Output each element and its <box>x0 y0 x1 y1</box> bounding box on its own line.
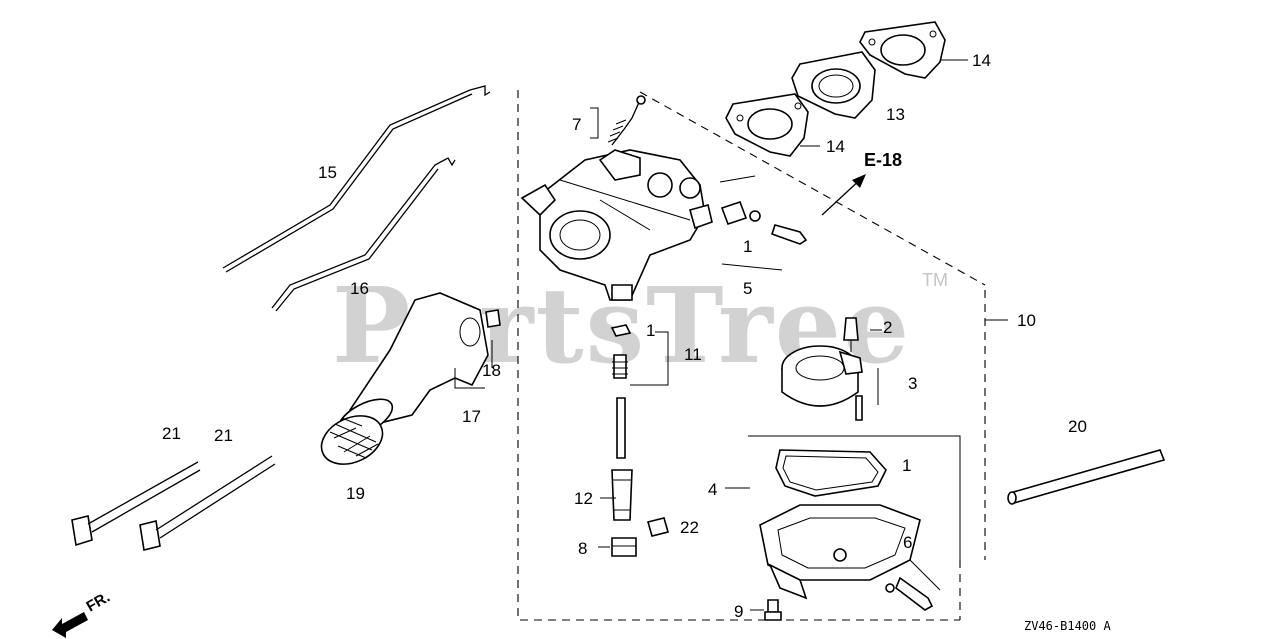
bolt-longer <box>139 455 276 551</box>
callout-13-insulator: 13 <box>886 105 905 124</box>
float-leader <box>870 329 882 405</box>
reference-code: ZV46-B1400 A <box>1024 619 1111 633</box>
float-pin <box>855 395 863 421</box>
choke-rod <box>271 157 456 312</box>
callout-19-filter-screen: 19 <box>346 484 365 503</box>
callout-12-emulsion-tube: 12 <box>574 489 593 508</box>
chamber-screw <box>764 599 782 621</box>
float-valve <box>843 317 859 352</box>
callout-14-upper-gasket: 14 <box>972 51 991 70</box>
pilot-screw-set <box>719 175 808 271</box>
emulsion-tube <box>611 397 633 521</box>
assembly-bracket <box>517 90 986 621</box>
float <box>781 345 863 407</box>
callout-14-lower-gasket: 14 <box>826 137 845 156</box>
cross-reference-label: E-18 <box>864 150 902 170</box>
callout-21-bolt-left: 21 <box>162 424 181 443</box>
callout-22-slow-jet: 22 <box>680 518 699 537</box>
bolt-long <box>71 461 201 547</box>
float-chamber-gasket <box>748 435 961 560</box>
inlet-bushing <box>454 309 501 389</box>
callout-3-float: 3 <box>908 374 917 393</box>
slow-jet <box>647 517 669 537</box>
float-chamber <box>759 504 921 600</box>
leader-lines <box>598 59 1008 611</box>
callout-8-main-jet: 8 <box>578 539 587 558</box>
callout-6-drain-screw: 6 <box>903 533 912 552</box>
callout-16-choke-rod: 16 <box>350 279 369 298</box>
callout-17-intake-elbow: 17 <box>462 407 481 426</box>
throttle-stop-screw <box>590 95 646 146</box>
callout-9-chamber-screw: 9 <box>734 602 743 621</box>
main-jet <box>611 537 637 557</box>
main-jet-set <box>610 324 669 386</box>
callout-1-pilot-oring: 1 <box>743 237 752 256</box>
carburetor-body <box>520 149 713 301</box>
gasket-upper <box>859 21 946 79</box>
callout-7-stop-screw: 7 <box>572 115 581 134</box>
front-indicator-label: FR. <box>84 589 113 616</box>
callout-5-pilot-screw-set: 5 <box>743 279 752 298</box>
throttle-rod <box>222 85 491 273</box>
callout-11-jet-set: 11 <box>684 345 702 364</box>
front-indicator: FR. <box>52 589 113 638</box>
callout-15-throttle-rod: 15 <box>318 163 337 182</box>
air-filter-screen <box>320 415 384 465</box>
callout-18-bushing: 18 <box>482 361 501 380</box>
fuel-hose <box>1007 449 1166 505</box>
gasket-lower <box>725 93 809 157</box>
callout-2-float-valve: 2 <box>883 318 892 337</box>
cross-reference-arrow: E-18 <box>821 150 902 216</box>
insulator <box>791 51 876 119</box>
callout-10-carburetor-assy: 10 <box>1017 311 1036 330</box>
callout-1-jet-oring: 1 <box>646 321 655 340</box>
callout-21-bolt-right: 21 <box>214 426 233 445</box>
callout-1-chamber-gasket: 1 <box>902 456 911 475</box>
watermark-trademark: TM <box>922 270 948 290</box>
drain-screw <box>885 559 941 611</box>
callout-20-fuel-hose: 20 <box>1068 417 1087 436</box>
callout-4-float-chamber: 4 <box>708 480 717 499</box>
